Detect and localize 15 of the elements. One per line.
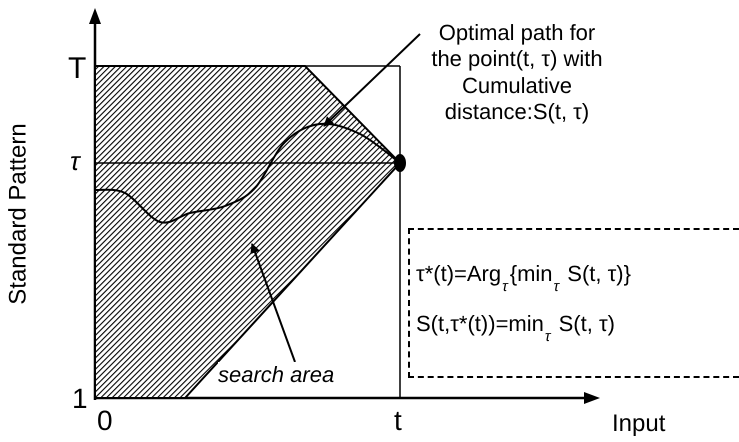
callout-text: Optimal path for the point(t, τ) with Cumulative distance:S(t, τ) [422,20,612,126]
search-area-region [94,65,406,399]
axis-tick-label: 0 [97,405,113,437]
axis-title: Input [612,410,666,438]
axis-tick-label: t [394,405,402,437]
leader-arrow [250,243,296,362]
formula-box [408,228,739,378]
optimal-path-curve [95,122,406,224]
leader-arrow [323,33,421,127]
formula: S(t,τ*(t))=min$_{τ}$ S(t, τ) [416,311,616,345]
formula: τ*(t)=Arg$_{τ}${min$_{τ}$ S(t, τ)} [416,261,632,295]
axis-tick-label: T [68,52,86,86]
axis-title: Standard Pattern [4,123,33,305]
axis-tick-label: τ [70,146,80,177]
axis-tick-label: 1 [72,383,88,415]
